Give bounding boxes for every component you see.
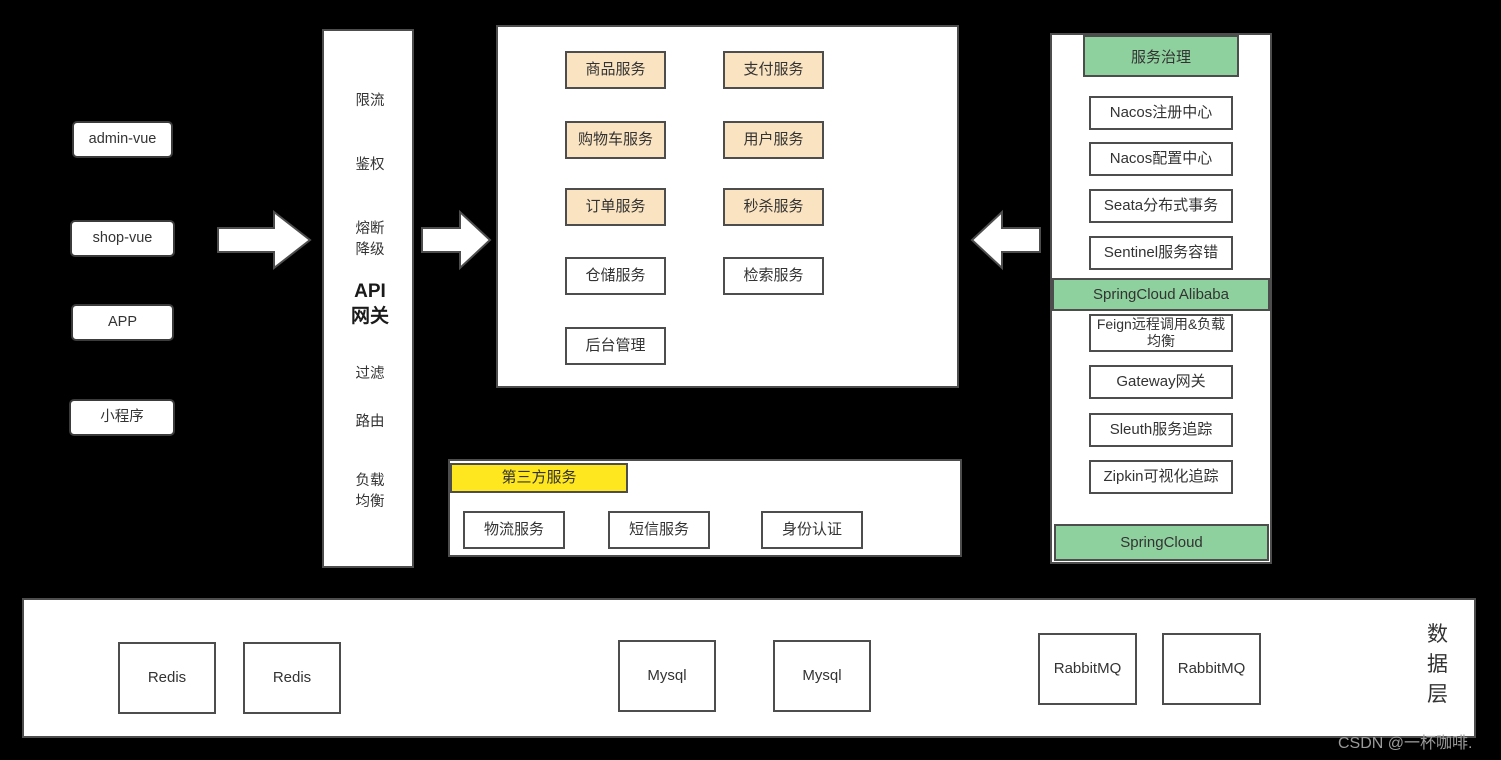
framework-label: Gateway网关 bbox=[1116, 373, 1206, 391]
client-label: admin-vue bbox=[88, 130, 157, 147]
datalayer-label-item: Redis bbox=[272, 669, 312, 687]
framework-label: Zipkin可视化追踪 bbox=[1103, 468, 1219, 486]
service-box-admin[interactable]: 后台管理 bbox=[565, 327, 666, 365]
datalayer-label-item: Redis bbox=[147, 669, 187, 687]
service-box-search[interactable]: 检索服务 bbox=[723, 257, 824, 295]
framework-box-seata[interactable]: Seata分布式事务 bbox=[1089, 189, 1233, 223]
framework-band-springcloud: SpringCloud bbox=[1054, 524, 1269, 561]
client-label: shop-vue bbox=[92, 229, 153, 246]
service-label: 秒杀服务 bbox=[743, 198, 804, 216]
gateway-item-api-gateway: API 网关 bbox=[350, 281, 389, 327]
framework-box-feign[interactable]: Feign远程调用&负载均衡 bbox=[1089, 314, 1233, 352]
thirdparty-label: 物流服务 bbox=[483, 521, 544, 539]
framework-box-nacos-registry[interactable]: Nacos注册中心 bbox=[1089, 96, 1233, 130]
service-label: 用户服务 bbox=[743, 131, 804, 149]
gateway-item-load-balance: 负载 均衡 bbox=[355, 473, 385, 511]
thirdparty-label: 短信服务 bbox=[628, 521, 689, 539]
framework-header-governance: 服务治理 bbox=[1083, 35, 1239, 77]
gateway-item-rate-limit: 限流 bbox=[355, 93, 385, 109]
service-box-cart[interactable]: 购物车服务 bbox=[565, 121, 666, 159]
framework-band-label: SpringCloud bbox=[1120, 534, 1203, 551]
thirdparty-header: 第三方服务 bbox=[450, 463, 628, 493]
framework-box-sentinel[interactable]: Sentinel服务容错 bbox=[1089, 236, 1233, 270]
thirdparty-box-logistics[interactable]: 物流服务 bbox=[463, 511, 565, 549]
thirdparty-label: 身份认证 bbox=[781, 521, 842, 539]
datalayer-label-item: Mysql bbox=[802, 667, 842, 685]
watermark: CSDN @一杯咖啡. bbox=[1338, 735, 1473, 752]
datalayer-box-redis-1[interactable]: Redis bbox=[118, 642, 216, 714]
service-box-product[interactable]: 商品服务 bbox=[565, 51, 666, 89]
arrow-framework-to-services-icon bbox=[970, 209, 1041, 271]
datalayer-box-redis-2[interactable]: Redis bbox=[243, 642, 341, 714]
service-box-user[interactable]: 用户服务 bbox=[723, 121, 824, 159]
framework-band-springcloud-alibaba: SpringCloud Alibaba bbox=[1052, 278, 1270, 311]
framework-label: Nacos注册中心 bbox=[1109, 104, 1213, 122]
service-label: 购物车服务 bbox=[577, 131, 653, 149]
client-box-miniprogram[interactable]: 小程序 bbox=[69, 399, 175, 436]
client-box-admin-vue[interactable]: admin-vue bbox=[72, 121, 173, 158]
framework-box-zipkin[interactable]: Zipkin可视化追踪 bbox=[1089, 460, 1233, 494]
service-label: 支付服务 bbox=[743, 61, 804, 79]
framework-label: Sentinel服务容错 bbox=[1103, 244, 1219, 262]
service-box-warehouse[interactable]: 仓储服务 bbox=[565, 257, 666, 295]
datalayer-box-mysql-1[interactable]: Mysql bbox=[618, 640, 716, 712]
service-box-order[interactable]: 订单服务 bbox=[565, 188, 666, 226]
arrow-gateway-to-services-icon bbox=[421, 209, 492, 271]
service-label: 后台管理 bbox=[585, 337, 646, 355]
api-gateway-column: 限流 鉴权 熔断 降级 API 网关 过滤 路由 负载 均衡 bbox=[322, 29, 414, 568]
datalayer-label-item: Mysql bbox=[647, 667, 687, 685]
thirdparty-header-label: 第三方服务 bbox=[501, 469, 577, 487]
framework-header-label: 服务治理 bbox=[1130, 48, 1191, 66]
framework-label: Seata分布式事务 bbox=[1103, 197, 1219, 215]
client-label: 小程序 bbox=[100, 408, 144, 425]
framework-label: Nacos配置中心 bbox=[1109, 150, 1213, 168]
datalayer-label-item: RabbitMQ bbox=[1177, 660, 1246, 678]
client-box-shop-vue[interactable]: shop-vue bbox=[70, 220, 175, 257]
service-label: 检索服务 bbox=[743, 267, 804, 285]
gateway-item-route: 路由 bbox=[355, 414, 385, 430]
framework-band-label: SpringCloud Alibaba bbox=[1093, 286, 1229, 303]
framework-box-sleuth[interactable]: Sleuth服务追踪 bbox=[1089, 413, 1233, 447]
framework-label: Feign远程调用&负载均衡 bbox=[1096, 315, 1226, 350]
datalayer-box-mysql-2[interactable]: Mysql bbox=[773, 640, 871, 712]
service-box-payment[interactable]: 支付服务 bbox=[723, 51, 824, 89]
thirdparty-box-identity[interactable]: 身份认证 bbox=[761, 511, 863, 549]
client-box-app[interactable]: APP bbox=[71, 304, 174, 341]
service-label: 订单服务 bbox=[585, 198, 646, 216]
datalayer-label-item: RabbitMQ bbox=[1053, 660, 1122, 678]
gateway-item-circuit-breaker: 熔断 降级 bbox=[355, 221, 385, 259]
datalayer-box-rabbitmq-2[interactable]: RabbitMQ bbox=[1162, 633, 1261, 705]
datalayer-vertical-label: 数据层 bbox=[1427, 623, 1449, 706]
framework-box-nacos-config[interactable]: Nacos配置中心 bbox=[1089, 142, 1233, 176]
service-label: 商品服务 bbox=[585, 61, 646, 79]
thirdparty-box-sms[interactable]: 短信服务 bbox=[608, 511, 710, 549]
gateway-item-filter: 过滤 bbox=[355, 366, 385, 382]
framework-box-gateway[interactable]: Gateway网关 bbox=[1089, 365, 1233, 399]
client-label: APP bbox=[107, 313, 137, 330]
gateway-item-auth: 鉴权 bbox=[355, 157, 385, 173]
arrow-clients-to-gateway-icon bbox=[217, 209, 312, 271]
service-label: 仓储服务 bbox=[585, 267, 646, 285]
service-box-seckill[interactable]: 秒杀服务 bbox=[723, 188, 824, 226]
datalayer-box-rabbitmq-1[interactable]: RabbitMQ bbox=[1038, 633, 1137, 705]
framework-label: Sleuth服务追踪 bbox=[1109, 421, 1213, 439]
